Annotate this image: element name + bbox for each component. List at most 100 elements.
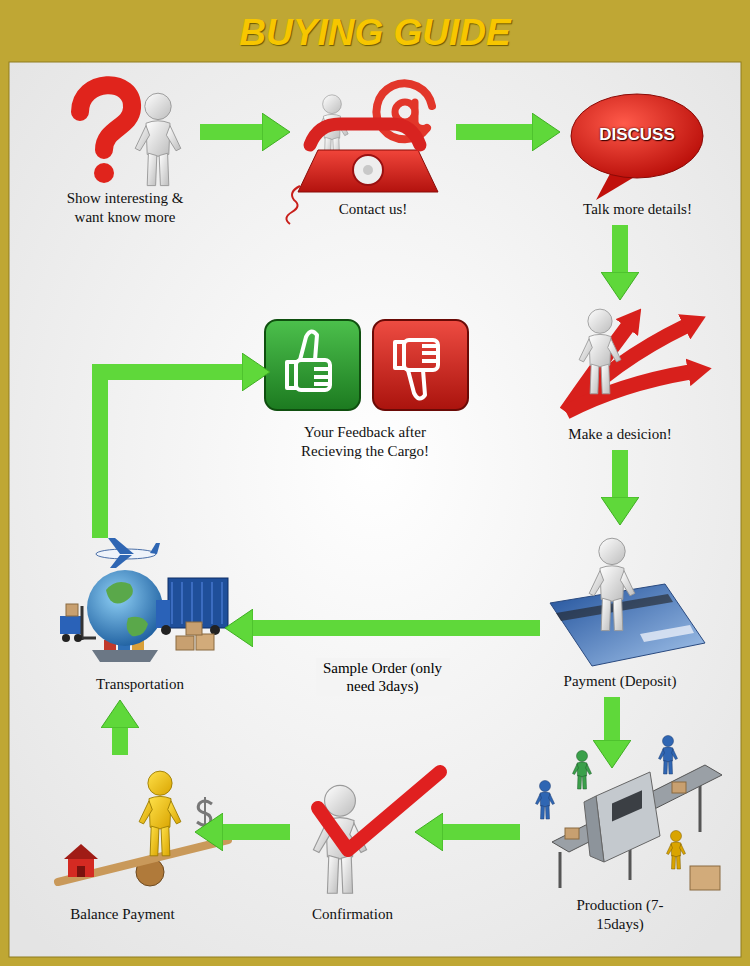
flow-arrow [112,727,128,755]
feedback-thumbs-part [373,320,468,410]
confirmation-check [313,772,440,893]
step-node: Production (7-15days) [520,768,720,940]
step-node: Show interesting & want know more [50,78,200,233]
transport-picture-part [168,578,228,628]
production-line-part [612,790,642,821]
bubble-text: DISCUSS [590,125,684,145]
decision-arrows-part [566,372,690,412]
step-node: Make a desicion! [545,300,695,450]
step-caption: Transportation [96,675,184,694]
feedback-thumbs-part-part [404,340,438,370]
transport-picture-part [74,634,82,642]
flow-arrow [612,450,628,498]
step-caption: Payment (Deposit) [564,672,677,691]
production-line-part [667,831,686,870]
transport-picture-part [62,634,70,642]
step-caption: Confirmation [312,905,393,924]
seesaw-picture-part [64,844,98,859]
production-line-part [596,772,660,862]
transport-picture-part [82,606,96,640]
discuss-bubble [571,94,703,200]
transport-picture-part [186,622,202,635]
confirmation-check-part [318,772,440,850]
transport-picture-part [87,570,163,646]
production-line-part [659,736,678,775]
question-icon [80,85,181,185]
transport-picture-part [66,604,78,616]
transport-picture-part [60,616,82,634]
feedback-thumbs-part [265,320,360,410]
production-line-part [565,828,579,839]
phone-icon-part [310,124,420,145]
feedback-thumbs [265,320,468,410]
feedback-thumbs-part-part [395,342,404,368]
transport-picture-part [150,543,160,554]
feedback-thumbs-part-part [422,346,438,361]
step-caption: Your Feedback after Recieving the Cargo! [290,423,440,461]
transport-picture [60,538,228,662]
question-icon-part [94,163,114,183]
flow-arrow [222,824,290,840]
phone-icon [286,83,438,224]
phone-icon-part [286,186,300,224]
feedback-thumbs-part [287,331,330,390]
step-node: Balance Payment [50,755,195,930]
step-caption: Balance Payment [70,905,175,924]
seesaw-picture-part [139,771,181,856]
flow-arrow [200,124,263,140]
page-title: BUYING GUIDE [0,12,750,54]
connector-group [100,132,620,832]
seesaw-picture-part [77,866,85,877]
step-caption: Show interesting & want know more [61,189,189,227]
seesaw-picture-part [204,797,206,829]
transport-picture-part [127,617,148,636]
transport-picture-part [106,582,133,604]
phone-icon-part [363,165,373,175]
feedback-thumbs-part-part [314,369,330,384]
production-line-part [536,781,555,820]
production-line-part [584,796,604,862]
step-node: Talk more details! [560,85,715,225]
transport-picture-part [196,634,214,650]
step-caption: Talk more details! [583,200,692,219]
step-caption: Make a desicion! [568,425,671,444]
panel-ground [9,62,741,957]
step-node: Your Feedback after Recieving the Cargo! [270,315,460,467]
step-node: Contact us! [290,80,456,225]
step-caption: Production (7-15days) [573,896,668,934]
feedback-thumbs-part-part [300,331,317,360]
payment-card-part [589,538,635,630]
flow-arrow [612,225,628,273]
flow-arrow [442,824,520,840]
seesaw-picture-part [68,857,94,877]
question-icon-part [135,93,181,185]
edge-label: Sample Order (only need 3days) [316,658,450,696]
question-icon-part [80,85,132,150]
phone-icon-part [415,102,427,128]
discuss-bubble-part [571,94,703,178]
feedback-thumbs-part-part [287,362,296,388]
production-line-part [672,782,686,793]
flow-arrow [456,124,533,140]
phone-icon-part [353,155,383,185]
decision-arrows [566,309,690,412]
flow-arrow [100,372,243,538]
transport-picture-part [176,636,194,650]
production-line [536,736,723,891]
step-node: Transportation [55,538,225,700]
flow-arrow [252,620,540,636]
feedback-thumbs-part-part [296,360,330,390]
payment-card-part [640,625,694,642]
feedback-thumbs-part-part [408,370,425,399]
transport-picture-part [110,555,132,568]
decision-arrows-part [579,309,621,394]
transport-picture-part [172,582,222,624]
step-node: Confirmation [290,755,415,930]
phone-icon-part [298,150,438,192]
production-line-part [573,751,592,790]
transport-picture-part [156,600,170,628]
